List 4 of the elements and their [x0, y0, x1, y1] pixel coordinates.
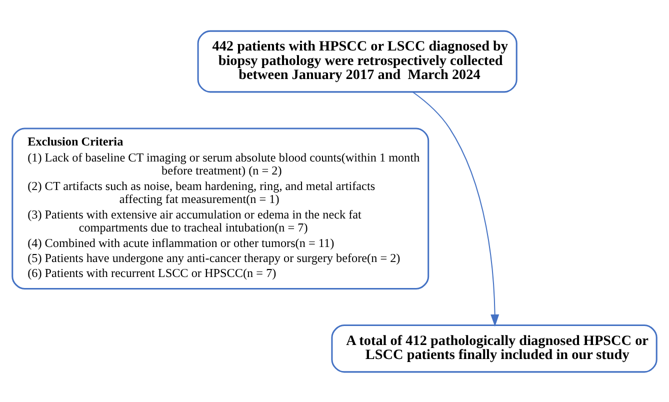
node-box: 442 patients with HPSCC or LSCC diagnosed by biopsy pathology were retrospectively collected between January 2017 and March 2024 — [197, 30, 518, 92]
node-box: Exclusion Criteria (1) Lack of baseline CT imaging or serum absolute blood counts(within 1 month before treatment) (n = 2) (2) CT artifacts such as noise, beam hardening, ring, and metal artifacts affecting fat measurement(n = 1) (3) Patients with extensive air accumulation or edema in the neck fat compartments due to tracheal intubation(n = 7) (4) Combined with acute inflammation or other tumors(n = 11) (5) Patients have undergone any anti-cancer therapy or surgery before(n = 2) (6) Patients with recurrent LSCC or HPSCC(n = 7) — [12, 127, 430, 289]
arrow — [412, 91, 500, 326]
node-box: A total of 412 pathologically diagnosed HPSCC or LSCC patients finally included in our study — [331, 324, 658, 372]
